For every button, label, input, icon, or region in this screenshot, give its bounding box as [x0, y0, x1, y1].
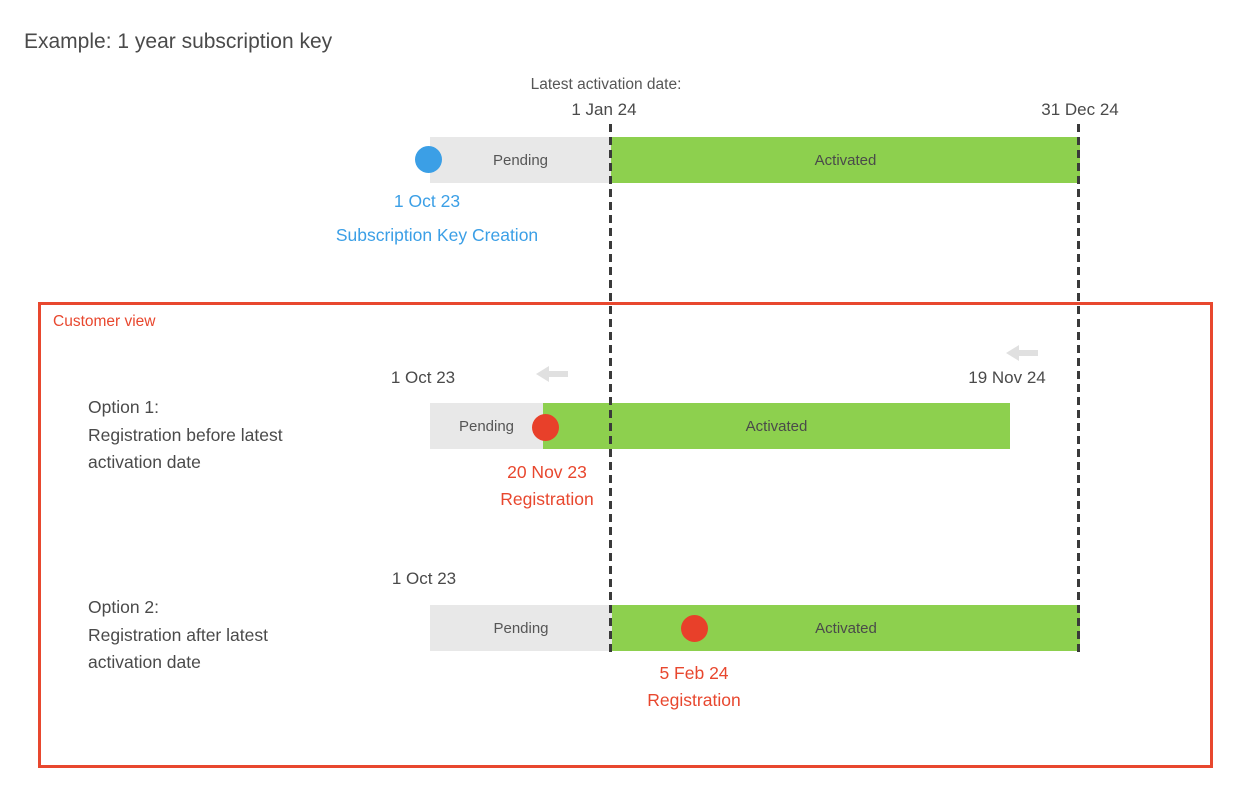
- latest-activation-label: Latest activation date:: [530, 76, 682, 93]
- latest-activation-date: 1 Jan 24: [571, 100, 637, 119]
- option2-title: Option 2:: [88, 597, 160, 617]
- left-arrow-icon: [536, 366, 568, 387]
- activated-bar: Activated: [543, 403, 1010, 449]
- option2-registration-date: 5 Feb 24: [659, 663, 729, 683]
- option2-start-date: 1 Oct 23: [391, 569, 457, 588]
- pending-bar: Pending: [430, 605, 612, 651]
- option2-line3: activation date: [88, 652, 201, 672]
- option1-registration-label: 20 Nov 23 Registration: [462, 459, 632, 513]
- pending-bar-label: Pending: [458, 417, 515, 435]
- dashed-line-period-end: [1077, 124, 1080, 655]
- option1-line3: activation date: [88, 452, 201, 472]
- activated-bar-label: Activated: [745, 417, 808, 435]
- option1-registration-text: Registration: [500, 489, 594, 509]
- page-title: Example: 1 year subscription key: [24, 30, 333, 53]
- pending-bar-label: Pending: [492, 151, 549, 169]
- option2-registration-dot: [681, 615, 708, 642]
- customer-view-box: [38, 302, 1213, 768]
- pending-bar: Pending: [430, 403, 543, 449]
- option1-end-date: 19 Nov 24: [968, 368, 1046, 387]
- option1-registration-dot: [532, 414, 559, 441]
- creation-dot: [415, 146, 442, 173]
- left-arrow-icon: [1006, 345, 1038, 366]
- option1-line2: Registration before latest: [88, 424, 283, 445]
- option1-description: Option 1: Registration before latest act…: [88, 394, 283, 477]
- activated-bar-label: Activated: [815, 619, 877, 637]
- period-end-date: 31 Dec 24: [1041, 100, 1119, 119]
- option2-registration-label: 5 Feb 24 Registration: [609, 660, 779, 714]
- activated-bar: Activated: [611, 137, 1080, 183]
- option2-description: Option 2: Registration after latest acti…: [88, 594, 268, 677]
- customer-view-label: Customer view: [53, 313, 156, 330]
- option1-title: Option 1:: [88, 397, 160, 417]
- pending-bar-label: Pending: [493, 619, 549, 637]
- dashed-line-latest-activation: [609, 124, 612, 655]
- creation-date: 1 Oct 23: [393, 191, 461, 211]
- option1-registration-date: 20 Nov 23: [507, 462, 587, 482]
- option2-registration-text: Registration: [647, 690, 741, 710]
- creation-label: Subscription Key Creation: [335, 225, 539, 245]
- activated-bar-label: Activated: [814, 151, 877, 169]
- option1-start-date: 1 Oct 23: [390, 368, 456, 387]
- pending-bar: Pending: [430, 137, 611, 183]
- option2-line2: Registration after latest: [88, 624, 268, 645]
